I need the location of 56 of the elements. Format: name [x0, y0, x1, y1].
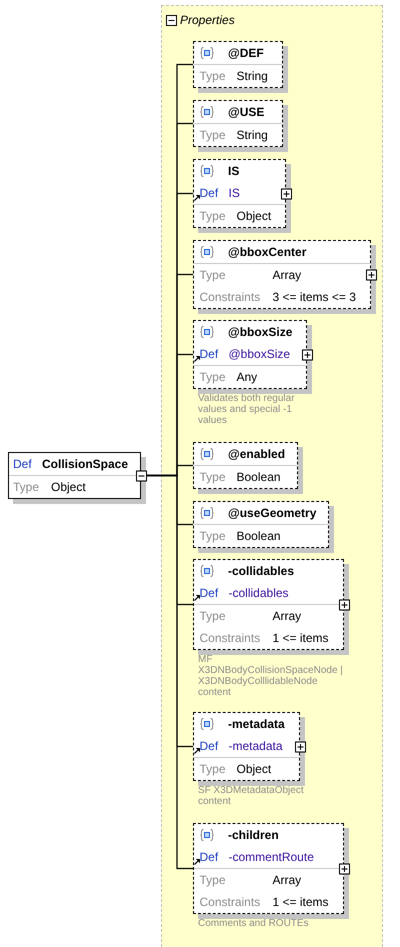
field-label: Type — [200, 469, 227, 486]
field-value: Any — [236, 369, 258, 386]
field-label: Type — [200, 68, 227, 85]
field-value: Object — [236, 208, 272, 225]
note-text: SF X3DMetadataObject content — [197, 785, 305, 807]
def-label: Def — [200, 585, 220, 602]
field-label: Type — [200, 608, 227, 625]
property-name: @useGeometry — [228, 505, 316, 522]
field-value: String — [236, 68, 268, 85]
field-value: Boolean — [236, 528, 282, 545]
property-name: -collidables — [228, 563, 294, 580]
field-value: 1 <= items — [272, 894, 329, 911]
field-value: Object — [236, 761, 272, 778]
note-text: Comments and ROUTEs — [197, 918, 310, 929]
field-label: Constraints — [200, 630, 262, 647]
field-label: Type — [200, 267, 227, 284]
field-value: String — [236, 127, 268, 144]
def-label: Def — [200, 738, 220, 755]
group-title: Properties — [180, 12, 235, 29]
field-label: Type — [200, 872, 227, 889]
note-text: Validates both regular values and special -1 values — [197, 393, 296, 426]
field-value: 1 <= items — [272, 630, 329, 647]
def-value: -collidables — [228, 585, 289, 602]
property-name: @bboxCenter — [228, 244, 306, 261]
field-value: 3 <= items <= 3 — [272, 289, 356, 306]
property-name: IS — [228, 163, 240, 180]
element-name: CollisionSpace — [42, 456, 128, 473]
property-name: @bboxSize — [228, 324, 292, 341]
def-value: -commentRoute — [228, 849, 314, 866]
field-label: Type — [200, 761, 227, 778]
field-label: Type — [200, 528, 227, 545]
property-name: @USE — [228, 104, 264, 121]
field-label: Type — [200, 208, 227, 225]
field-label: Type — [13, 479, 40, 496]
field-value: Boolean — [236, 469, 282, 486]
field-value: Array — [272, 267, 302, 284]
def-label: Def — [200, 849, 220, 866]
field-label: Type — [200, 369, 227, 386]
def-value: @bboxSize — [228, 346, 290, 363]
field-value: Array — [272, 608, 302, 625]
note-text: MF X3DNBodyCollisionSpaceNode | X3DNBodyColllidableNode content — [197, 654, 344, 698]
group-panel — [161, 5, 383, 947]
property-name: -metadata — [228, 716, 285, 733]
field-value: Array — [272, 872, 302, 889]
def-label: Def — [13, 456, 33, 473]
def-label: Def — [200, 185, 220, 202]
field-label: Constraints — [200, 289, 262, 306]
def-value: -metadata — [228, 738, 283, 755]
property-name: @enabled — [228, 446, 286, 463]
field-label: Type — [200, 127, 227, 144]
property-name: -children — [228, 827, 279, 844]
property-name: @DEF — [228, 45, 264, 62]
field-label: Constraints — [200, 894, 262, 911]
field-value: Object — [51, 479, 86, 496]
def-value: IS — [228, 185, 240, 202]
def-label: Def — [200, 346, 220, 363]
